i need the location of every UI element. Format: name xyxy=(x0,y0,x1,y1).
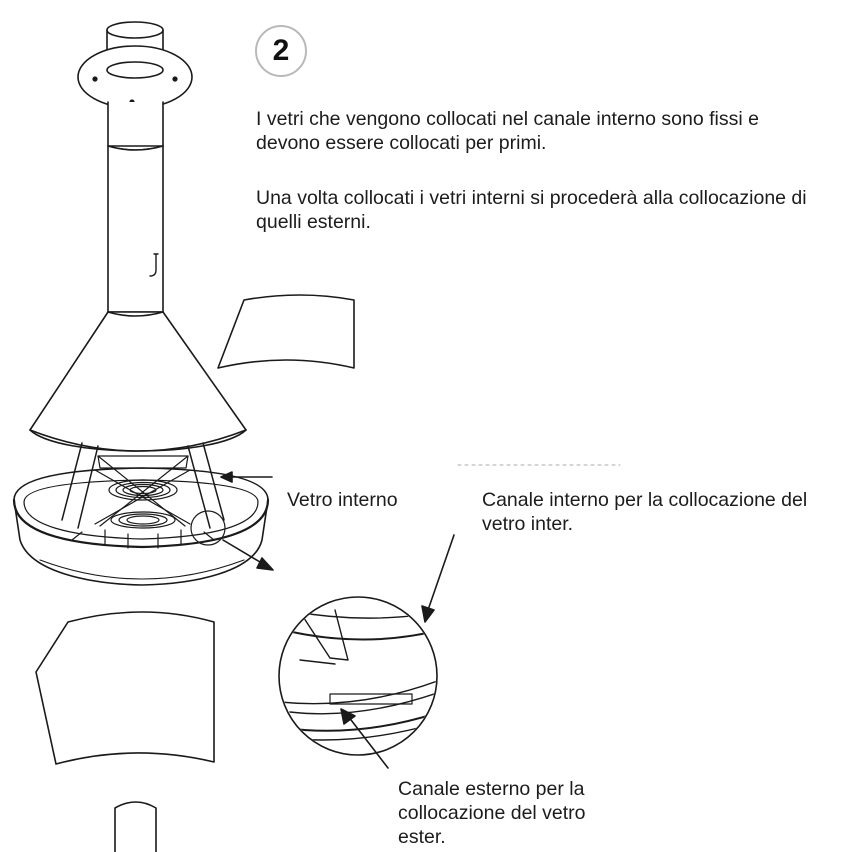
damper-handle xyxy=(149,254,157,277)
inner-glass-arrow xyxy=(220,471,273,483)
detail-marker-circle xyxy=(190,510,226,546)
base-bowl xyxy=(12,467,270,586)
inner-glass-pane xyxy=(217,294,355,369)
pipe-fragment xyxy=(114,801,157,852)
outer-channel-label: Canale esterno per la collocazione del v… xyxy=(398,778,586,848)
conical-hood xyxy=(29,311,247,452)
inner-channel-label: Canale interno per la collocazione del v… xyxy=(482,489,808,535)
chimney-flue-pipe xyxy=(77,21,193,313)
inner-glass-label: Vetro interno xyxy=(287,489,398,511)
inner-channel-leader xyxy=(421,534,455,623)
outer-glass-pane xyxy=(35,611,215,765)
flue-pipe-lower xyxy=(107,145,164,313)
firebox-frame xyxy=(61,442,225,529)
flue-pipe-upper xyxy=(107,101,164,147)
detail-arrow xyxy=(222,539,274,571)
fire-grate xyxy=(71,455,215,549)
step-number-badge: 2 xyxy=(255,25,307,77)
outer-channel-leader xyxy=(340,708,389,769)
instruction-paragraph-1: I vetri che vengono collocati nel canale… xyxy=(256,108,759,154)
instruction-paragraph-2: Una volta collocati i vetri interni si p… xyxy=(256,187,807,233)
zoom-detail-view xyxy=(278,596,438,756)
